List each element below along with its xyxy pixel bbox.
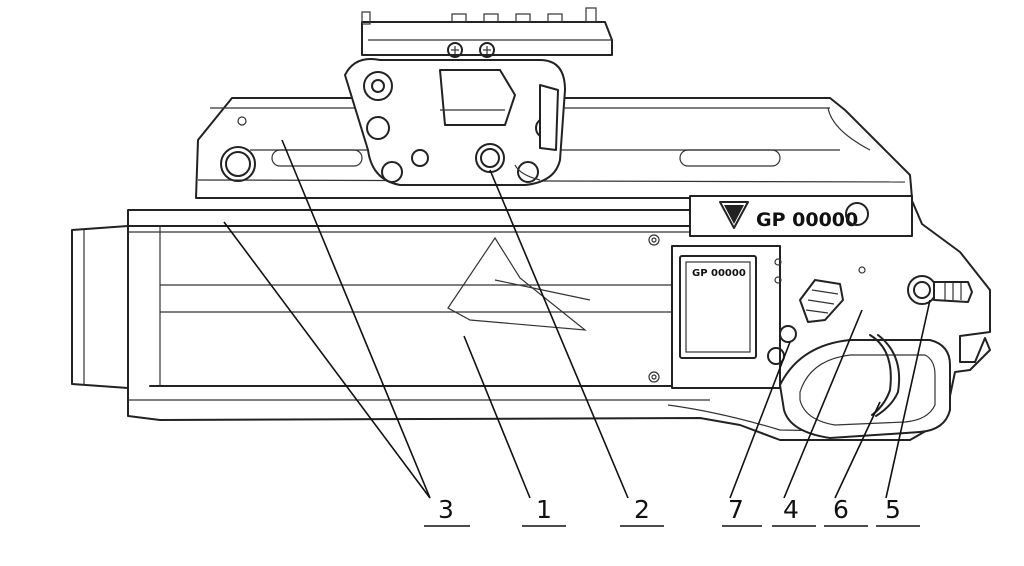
callout-7: 7 (728, 495, 744, 524)
sight-mount (344, 7, 613, 186)
callout-6: 6 (833, 495, 849, 524)
trigger-assembly (767, 266, 973, 439)
triangle-logo-icon (719, 201, 749, 229)
callout-2: 2 (634, 495, 650, 524)
trigger (869, 334, 892, 416)
callout-1: 1 (536, 495, 552, 524)
callout-5: 5 (885, 495, 901, 524)
callout-4: 4 (783, 495, 799, 524)
safety-lever (799, 279, 844, 323)
serial-plate: GP 00000 (689, 195, 913, 237)
leader-lines (223, 139, 931, 527)
callout-3: 3 (438, 495, 454, 524)
callout-labels: 3 1 2 7 4 6 5 (438, 495, 901, 524)
magazine-label-text: GP 00000 (692, 268, 746, 279)
muzzle-cap (71, 225, 129, 389)
receiver-serial-text: GP 00000 (756, 209, 858, 231)
magazine-window: GP 00000 (671, 245, 782, 389)
